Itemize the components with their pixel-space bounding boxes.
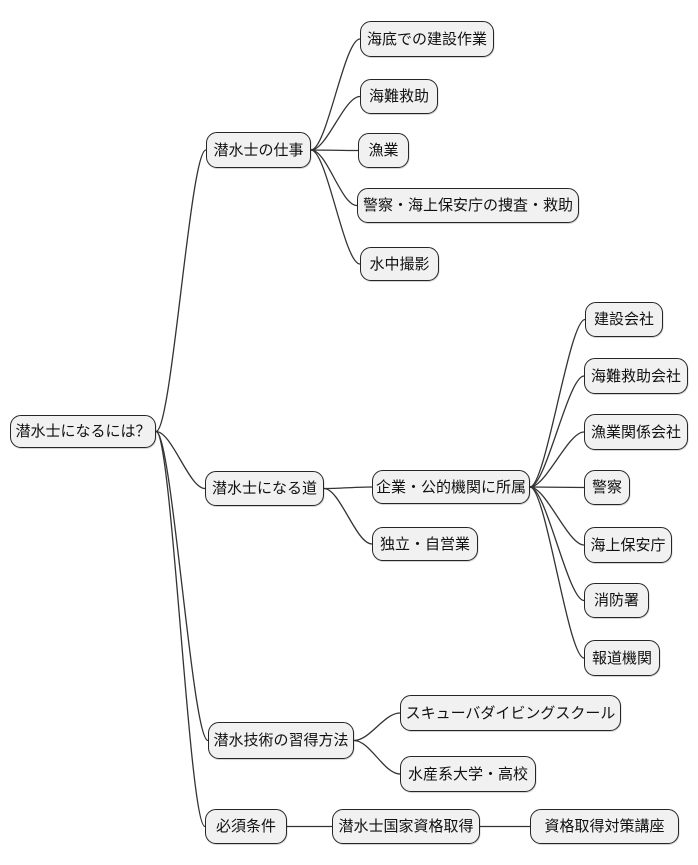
connector-b3-b3c1	[353, 712, 401, 742]
mindmap-node-b1c2[interactable]: 海難救助	[360, 79, 438, 114]
connector-root-b3	[155, 430, 209, 742]
mindmap-node-r3[interactable]: 漁業関係会社	[584, 414, 688, 450]
connector-b3-b3c2	[353, 739, 401, 775]
mindmap-node-r6[interactable]: 消防署	[584, 583, 649, 618]
mindmap-node-b1c4[interactable]: 警察・海上保安庁の捜査・救助	[357, 188, 579, 223]
connector-root-b2	[155, 430, 206, 490]
mindmap-node-b4c1c1[interactable]: 資格取得対策講座	[530, 809, 679, 844]
mindmap-node-r7[interactable]: 報道機関	[584, 640, 660, 676]
connector-b2c1-r1	[529, 318, 586, 488]
connector-b2c1-r7	[529, 486, 585, 659]
mindmap-node-b2c1[interactable]: 企業・公的機関に所属	[372, 470, 530, 504]
connector-b1-b1c3	[310, 149, 359, 152]
mindmap-node-b4c1[interactable]: 潜水士国家資格取得	[332, 809, 480, 844]
mindmap-node-r4[interactable]: 警察	[584, 470, 630, 505]
mindmap-node-r2[interactable]: 海難救助会社	[584, 358, 688, 394]
connector-b2-b2c2	[323, 487, 373, 545]
connector-b2-b2c1	[323, 486, 373, 490]
mindmap-node-r1[interactable]: 建設会社	[585, 302, 663, 337]
connector-b1-b1c4	[310, 149, 358, 207]
mindmap-node-b3[interactable]: 潜水技術の習得方法	[208, 722, 354, 759]
mindmap-node-b1c3[interactable]: 漁業	[358, 133, 409, 168]
mindmap-node-r5[interactable]: 海上保安庁	[584, 527, 672, 563]
connector-b2c1-r6	[529, 486, 585, 602]
connector-b2c1-r5	[529, 486, 585, 546]
mindmap-node-b3c2[interactable]: 水産系大学・高校	[400, 756, 536, 792]
connector-root-b1	[155, 149, 207, 433]
mindmap-node-b4[interactable]: 必須条件	[205, 809, 287, 844]
mindmap-node-b1c5[interactable]: 水中撮影	[360, 247, 439, 281]
connector-b2c1-r3	[529, 431, 585, 488]
connector-b2c1-r4	[529, 486, 585, 489]
mindmap-node-b2[interactable]: 潜水士になる道	[205, 471, 324, 506]
mindmap-node-b1c1[interactable]: 海底での建設作業	[360, 21, 494, 57]
connector-b2c1-r2	[529, 375, 585, 488]
connector-b1-b1c2	[310, 95, 361, 151]
connector-b1-b1c5	[310, 149, 361, 265]
connector-b1-b1c1	[310, 38, 361, 151]
mindmap-node-b2c2[interactable]: 独立・自営業	[372, 527, 478, 561]
mindmap-node-b1[interactable]: 潜水士の仕事	[206, 132, 311, 168]
mindmap-node-root[interactable]: 潜水士になるには？	[10, 415, 156, 448]
connector-root-b4	[155, 430, 206, 828]
mindmap-node-b3c1[interactable]: スキューバダイビングスクール	[400, 695, 621, 731]
